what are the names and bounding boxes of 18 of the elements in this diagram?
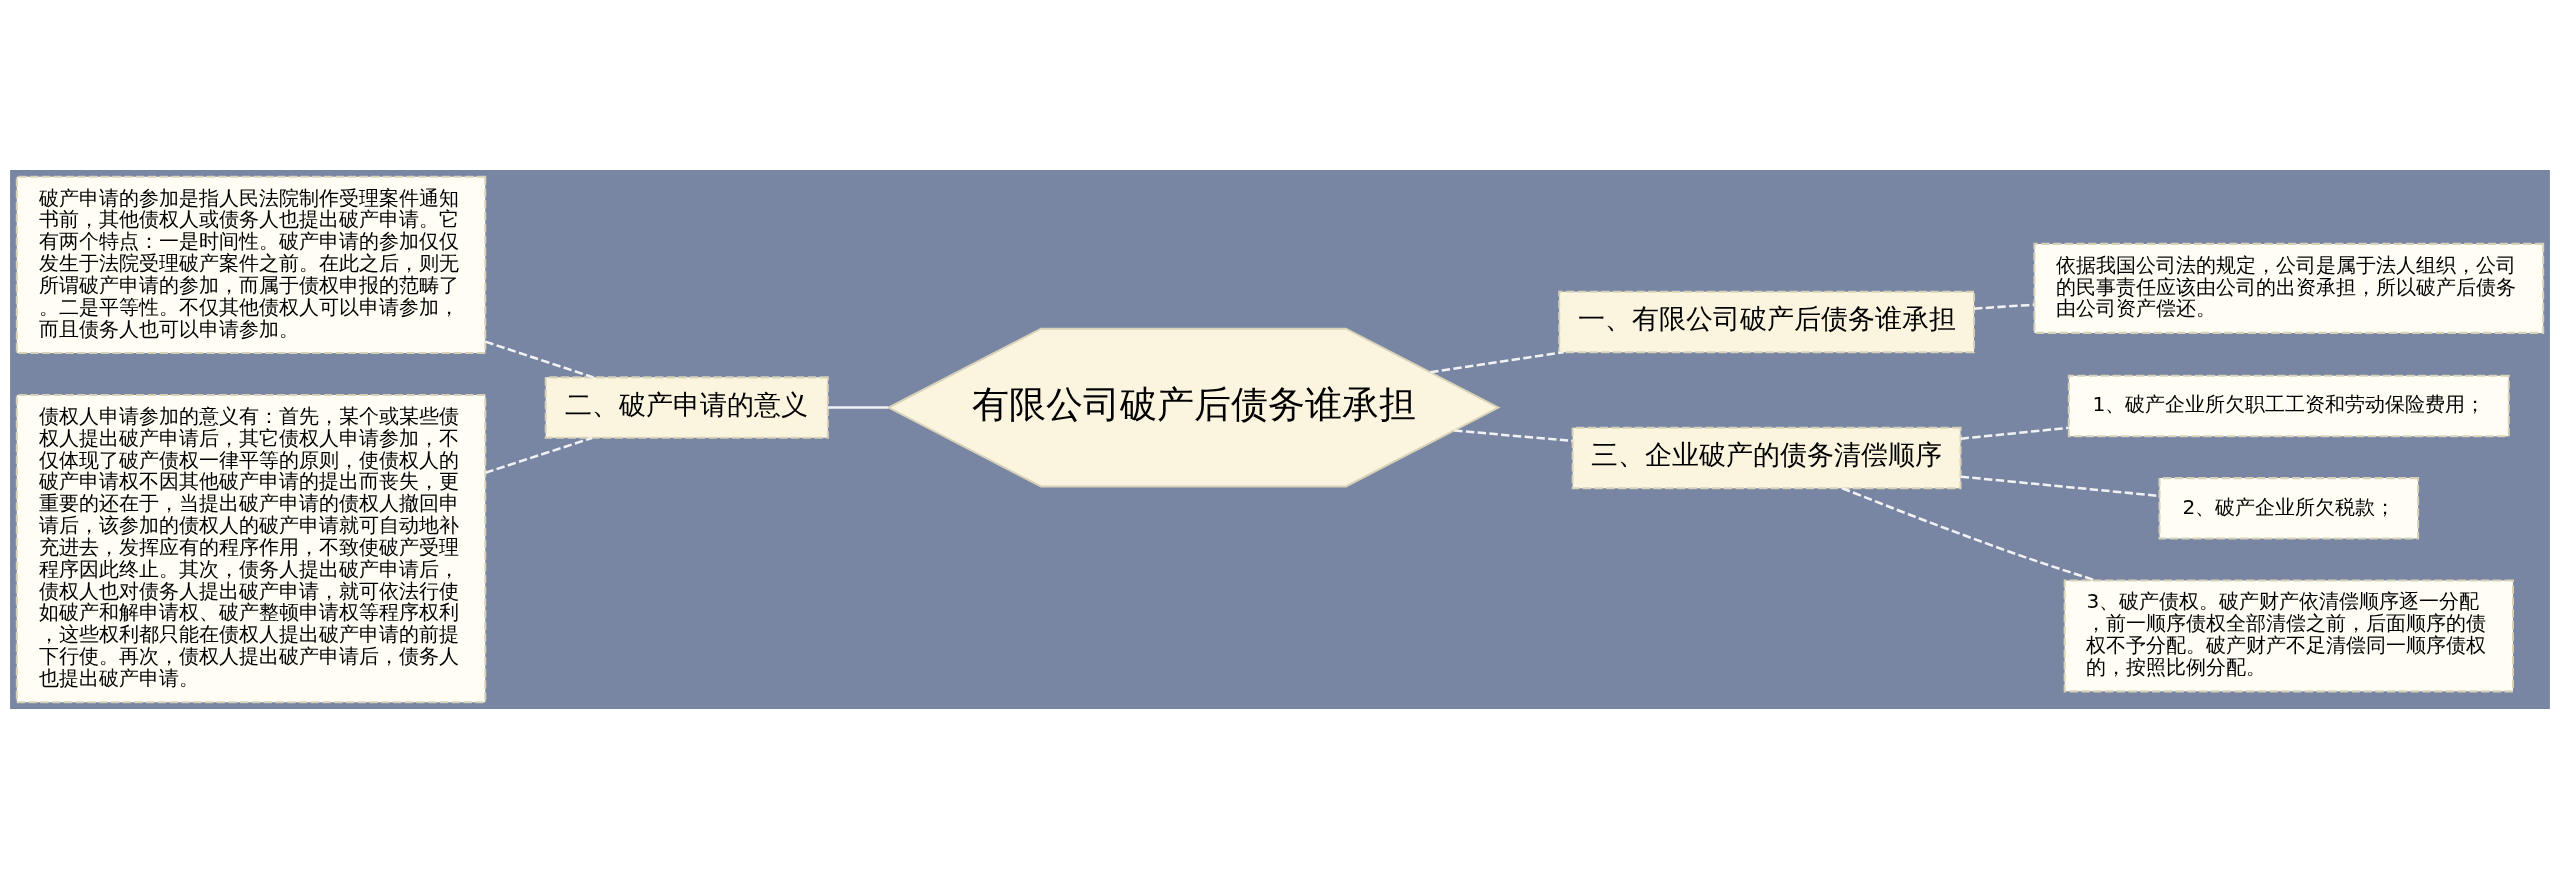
node-box: 一、有限公司破产后债务谁承担 [1558,290,1975,354]
connector [484,340,594,379]
node-box: 3、破产债权。破产财产依清偿顺序逐一分配，前一顺序债权全部清偿之前，后面顺序的债权不予分配。破产财产不足清偿同一顺序债权的，按照比例分配。 [2063,579,2514,693]
connector [1960,475,2159,498]
connector [484,436,593,474]
node-box: 二、破产申请的意义 [544,376,829,439]
connector [1430,350,1564,374]
connector [1974,303,2035,310]
connector [1454,429,1573,443]
connector [1841,487,2096,582]
connector [828,406,889,409]
node-box: 1、破产企业所欠职工工资和劳动保险费用； [2067,374,2510,438]
node-box: 三、企业破产的债务清偿顺序 [1571,426,1962,490]
node-box: 2、破产企业所欠税款； [2158,477,2420,540]
node-box: 债权人申请参加的意义有：首先，某个或某些债权人提出破产申请后，其它债权人申请参加，不仅体现了破产债权一律平等的原则，使债权人的破产申请权不因其他破产申请的提出而丧失，更重要的还在于，当提出破产申请的债权人撤回申请后，该参加的债权人的破产申请就可自动地补充进去，发挥应有的程序作用，不致使破产受理程序因此终止。其次，债务人提出破产申请后，债权人也对债务人提出破产申请，就可依法行使如破产和解申请权、破产整顿申请权等程序权利，这些权利都只能在债权人提出破产申请的前提下行使。再次，债权人提出破产申请后，债务人也提出破产申请。 [15,394,487,704]
connector [1960,426,2069,440]
node-box: 依据我国公司法的规定，公司是属于法人组织，公司的民事责任应该由公司的出资承担，所以破产后债务由公司资产偿还。 [2033,242,2545,334]
node-box: 破产申请的参加是指人民法院制作受理案件通知书前，其他债权人或债务人也提出破产申请。它有两个特点：一是时间性。破产申请的参加仅仅发生于法院受理破产案件之前。在此之后，则无所谓破产申请的参加，而属于债权申报的范畴了。二是平等性。不仅其他债权人可以申请参加，而且债务人也可以申请参加。 [15,175,487,355]
